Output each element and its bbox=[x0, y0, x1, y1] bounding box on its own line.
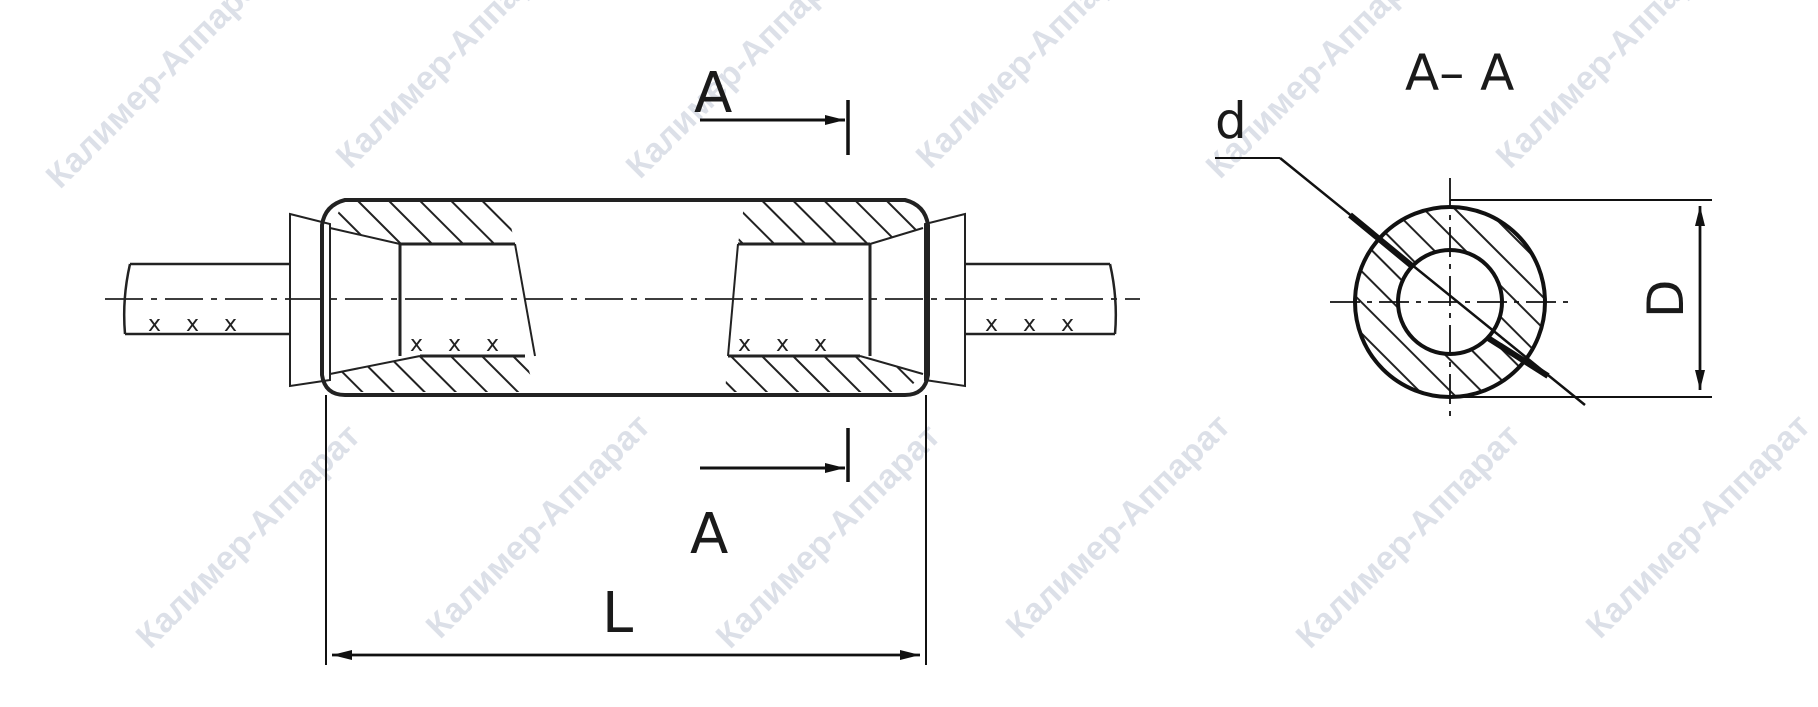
sleeve-inner-lines bbox=[329, 227, 924, 375]
watermark-text: Калимер-Аппарат bbox=[709, 417, 948, 656]
crimp-mark: x bbox=[1061, 312, 1074, 337]
crimp-mark: x bbox=[738, 332, 751, 357]
crimp-mark: x bbox=[486, 332, 499, 357]
length-label: L bbox=[602, 581, 633, 646]
watermark-text: Калимер-Аппарат bbox=[1489, 0, 1728, 176]
section-label-top: A bbox=[694, 61, 732, 126]
section-marker-top bbox=[700, 100, 850, 155]
cable-flare-right bbox=[924, 212, 966, 388]
watermark-text: Калимер-Аппарат bbox=[329, 0, 568, 176]
cable-flare-left bbox=[289, 212, 331, 388]
crimp-mark: x bbox=[985, 312, 998, 337]
crimp-mark: x bbox=[224, 312, 237, 337]
crimp-mark: x bbox=[186, 312, 199, 337]
section-title: A– A bbox=[1405, 44, 1514, 102]
section-marker-bottom bbox=[700, 428, 850, 482]
watermark-text: Калимер-Аппарат bbox=[1289, 417, 1528, 656]
watermark-text: Калимер-Аппарат bbox=[1579, 407, 1818, 646]
watermark-text: Калимер-Аппарат bbox=[999, 407, 1238, 646]
inner-diameter-leader bbox=[1215, 157, 1586, 406]
outer-diameter-dimension bbox=[1450, 199, 1712, 398]
crimp-mark: x bbox=[448, 332, 461, 357]
crimp-mark: x bbox=[1023, 312, 1036, 337]
length-dimension bbox=[325, 395, 927, 665]
watermark-text: Калимер-Аппарат bbox=[619, 0, 858, 186]
watermark-text: Калимер-Аппарат bbox=[909, 0, 1148, 176]
section-label-bottom: A bbox=[690, 502, 728, 567]
crimp-marks: x x x x x x x x x x x x bbox=[148, 312, 1074, 357]
crimp-mark: x bbox=[148, 312, 161, 337]
crimp-mark: x bbox=[410, 332, 423, 357]
crimp-mark: x bbox=[776, 332, 789, 357]
side-view bbox=[105, 198, 1140, 397]
sleeve-wall-hatch bbox=[330, 200, 923, 392]
watermark-text: Калимер-Аппарат bbox=[39, 0, 278, 196]
crimp-mark: x bbox=[814, 332, 827, 357]
watermark-text: Калимер-Аппарат bbox=[129, 417, 368, 656]
inner-diameter-label: d bbox=[1215, 92, 1247, 150]
sleeve-outline bbox=[320, 198, 930, 397]
outer-diameter-label: D bbox=[1637, 279, 1695, 318]
cross-section bbox=[1330, 178, 1570, 420]
